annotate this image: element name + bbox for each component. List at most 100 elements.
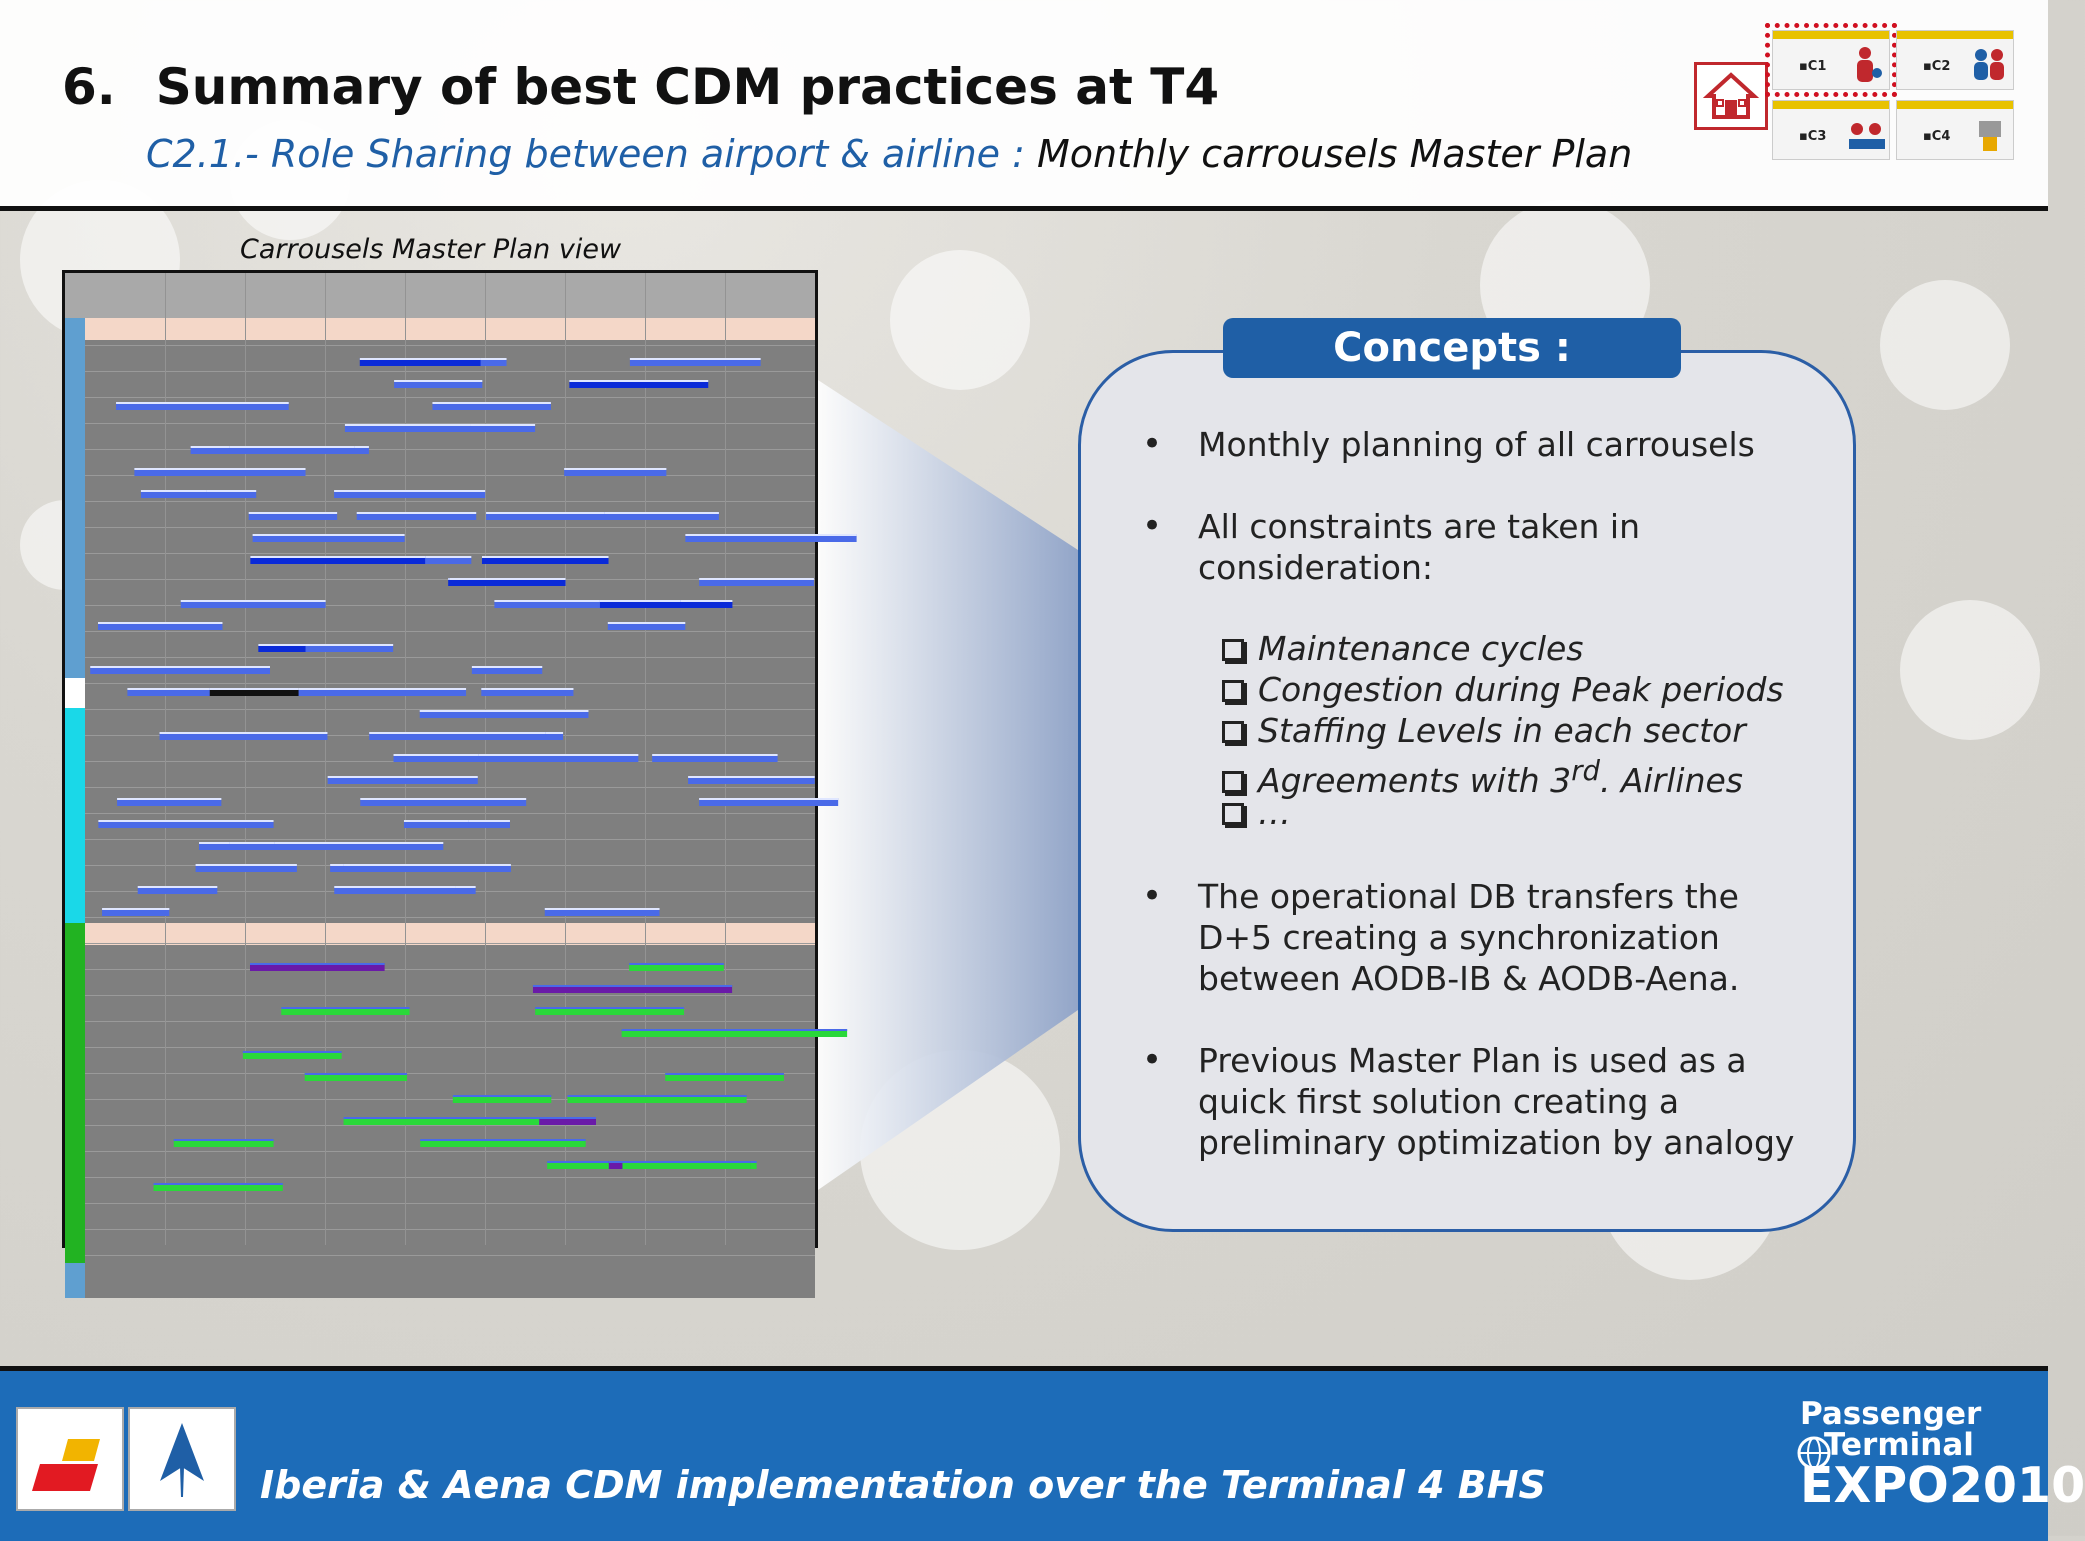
iberia-logo — [16, 1407, 124, 1511]
gantt-highlight — [419, 710, 589, 712]
gantt-highlight — [180, 600, 326, 602]
gantt-block — [305, 644, 394, 652]
gantt-highlight — [629, 963, 724, 965]
constraint-item: Congestion during Peak periods — [1222, 669, 1784, 710]
gantt-day-band — [85, 318, 815, 340]
checkbox-square-icon — [1222, 680, 1244, 702]
gantt-block — [359, 358, 481, 366]
gantt-block — [544, 908, 660, 916]
gantt-row-label — [65, 678, 85, 708]
concepts-panel — [1078, 350, 1856, 1232]
constraint-item: Maintenance cycles — [1222, 628, 1584, 669]
gantt-highlight — [481, 556, 609, 558]
gantt-block — [652, 754, 778, 762]
gantt-gridline — [85, 605, 815, 606]
gantt-block — [250, 963, 385, 971]
gantt-highlight — [471, 666, 543, 668]
gantt-gridline — [85, 683, 815, 684]
bullet-dot: • — [1142, 424, 1163, 464]
gantt-highlight — [127, 688, 210, 690]
gantt-highlight — [294, 688, 467, 690]
gantt-header — [65, 273, 815, 318]
gantt-block — [688, 776, 815, 784]
gantt-highlight — [622, 1161, 751, 1163]
gantt-block — [98, 820, 274, 828]
gantt-block — [629, 358, 761, 366]
gantt-gridline — [245, 273, 246, 1245]
gantt-highlight — [359, 358, 481, 360]
nav-c4[interactable]: ▪C4 — [1896, 100, 2014, 160]
ordinal-suffix: rd — [1571, 755, 1600, 787]
gantt-highlight — [140, 490, 207, 492]
gantt-highlight — [567, 1095, 747, 1097]
gantt-highlight — [274, 842, 444, 844]
gantt-highlight — [173, 1139, 274, 1141]
gantt-block — [654, 1029, 848, 1037]
gantt-highlight — [699, 798, 839, 800]
gantt-block — [281, 1007, 410, 1015]
gantt-gridline — [85, 397, 815, 398]
gantt-block — [327, 776, 478, 784]
gantt-block — [481, 556, 609, 564]
gantt-highlight — [334, 490, 486, 492]
gantt-block — [294, 688, 467, 696]
gantt-highlight — [544, 908, 660, 910]
constraint-text: … — [1258, 793, 1291, 832]
nav-c4-bar — [1897, 101, 2013, 109]
gantt-highlight — [604, 512, 719, 514]
gantt-block — [360, 798, 527, 806]
gantt-block — [98, 622, 223, 630]
meeting-icon — [1849, 123, 1885, 149]
gantt-gridline — [85, 839, 815, 840]
expo-line-1: Passenger — [1800, 1396, 1982, 1432]
globe-icon — [1797, 1436, 1831, 1470]
gantt-highlight — [344, 424, 471, 426]
gantt-block — [494, 600, 659, 608]
gantt-block — [535, 1007, 685, 1015]
gantt-highlight — [369, 732, 546, 734]
gantt-block — [607, 622, 686, 630]
gantt-highlight — [564, 468, 667, 470]
aena-logo-icon — [160, 1423, 204, 1497]
gantt-block — [393, 754, 538, 762]
nav-c1[interactable]: ▪C1 — [1765, 23, 1897, 97]
gantt-block — [132, 688, 299, 696]
gantt-block — [195, 864, 297, 872]
gantt-block — [403, 820, 469, 828]
gantt-highlight — [685, 534, 857, 536]
gantt-block — [604, 512, 719, 520]
nav-c2[interactable]: ▪C2 — [1896, 30, 2014, 90]
gantt-gridline — [85, 631, 815, 632]
gantt-block — [486, 512, 661, 520]
people-group-icon — [1974, 49, 2004, 80]
section-navigator: ▪C1 ▪C2 ▪C3 ▪C4 — [1765, 23, 2020, 164]
master-plan-screenshot — [62, 270, 857, 1298]
checkbox-square-icon — [1222, 639, 1244, 661]
concept-item: The operational DB transfers the D+5 cre… — [1198, 877, 1740, 998]
gantt-block — [532, 985, 733, 993]
gantt-highlight — [494, 600, 659, 602]
section-number: 6. — [62, 58, 116, 116]
person-icon — [1857, 47, 1882, 82]
gantt-gridline — [85, 995, 815, 996]
gantt-block — [452, 1095, 552, 1103]
gantt-highlight — [248, 512, 338, 514]
gantt-highlight — [688, 776, 815, 778]
robot-icon — [1979, 121, 2001, 151]
gantt-gridline — [85, 553, 815, 554]
slide-title: 6.Summary of best CDM practices at T4 — [62, 58, 1219, 116]
gantt-gridline — [85, 1047, 815, 1048]
subtitle-detail: Monthly carrousels Master Plan — [1024, 132, 1633, 176]
gantt-highlight — [134, 468, 306, 470]
nav-c3[interactable]: ▪C3 — [1772, 100, 1890, 160]
gantt-block — [274, 842, 444, 850]
home-button[interactable] — [1694, 62, 1768, 130]
home-icon — [1702, 72, 1760, 119]
gantt-highlight — [250, 556, 426, 558]
gantt-gridline — [85, 657, 815, 658]
nav-c2-label: ▪C2 — [1923, 59, 1951, 74]
gantt-gridline — [85, 1099, 815, 1100]
gantt-block — [599, 600, 681, 608]
gantt-block — [640, 600, 733, 608]
gantt-block — [180, 600, 326, 608]
